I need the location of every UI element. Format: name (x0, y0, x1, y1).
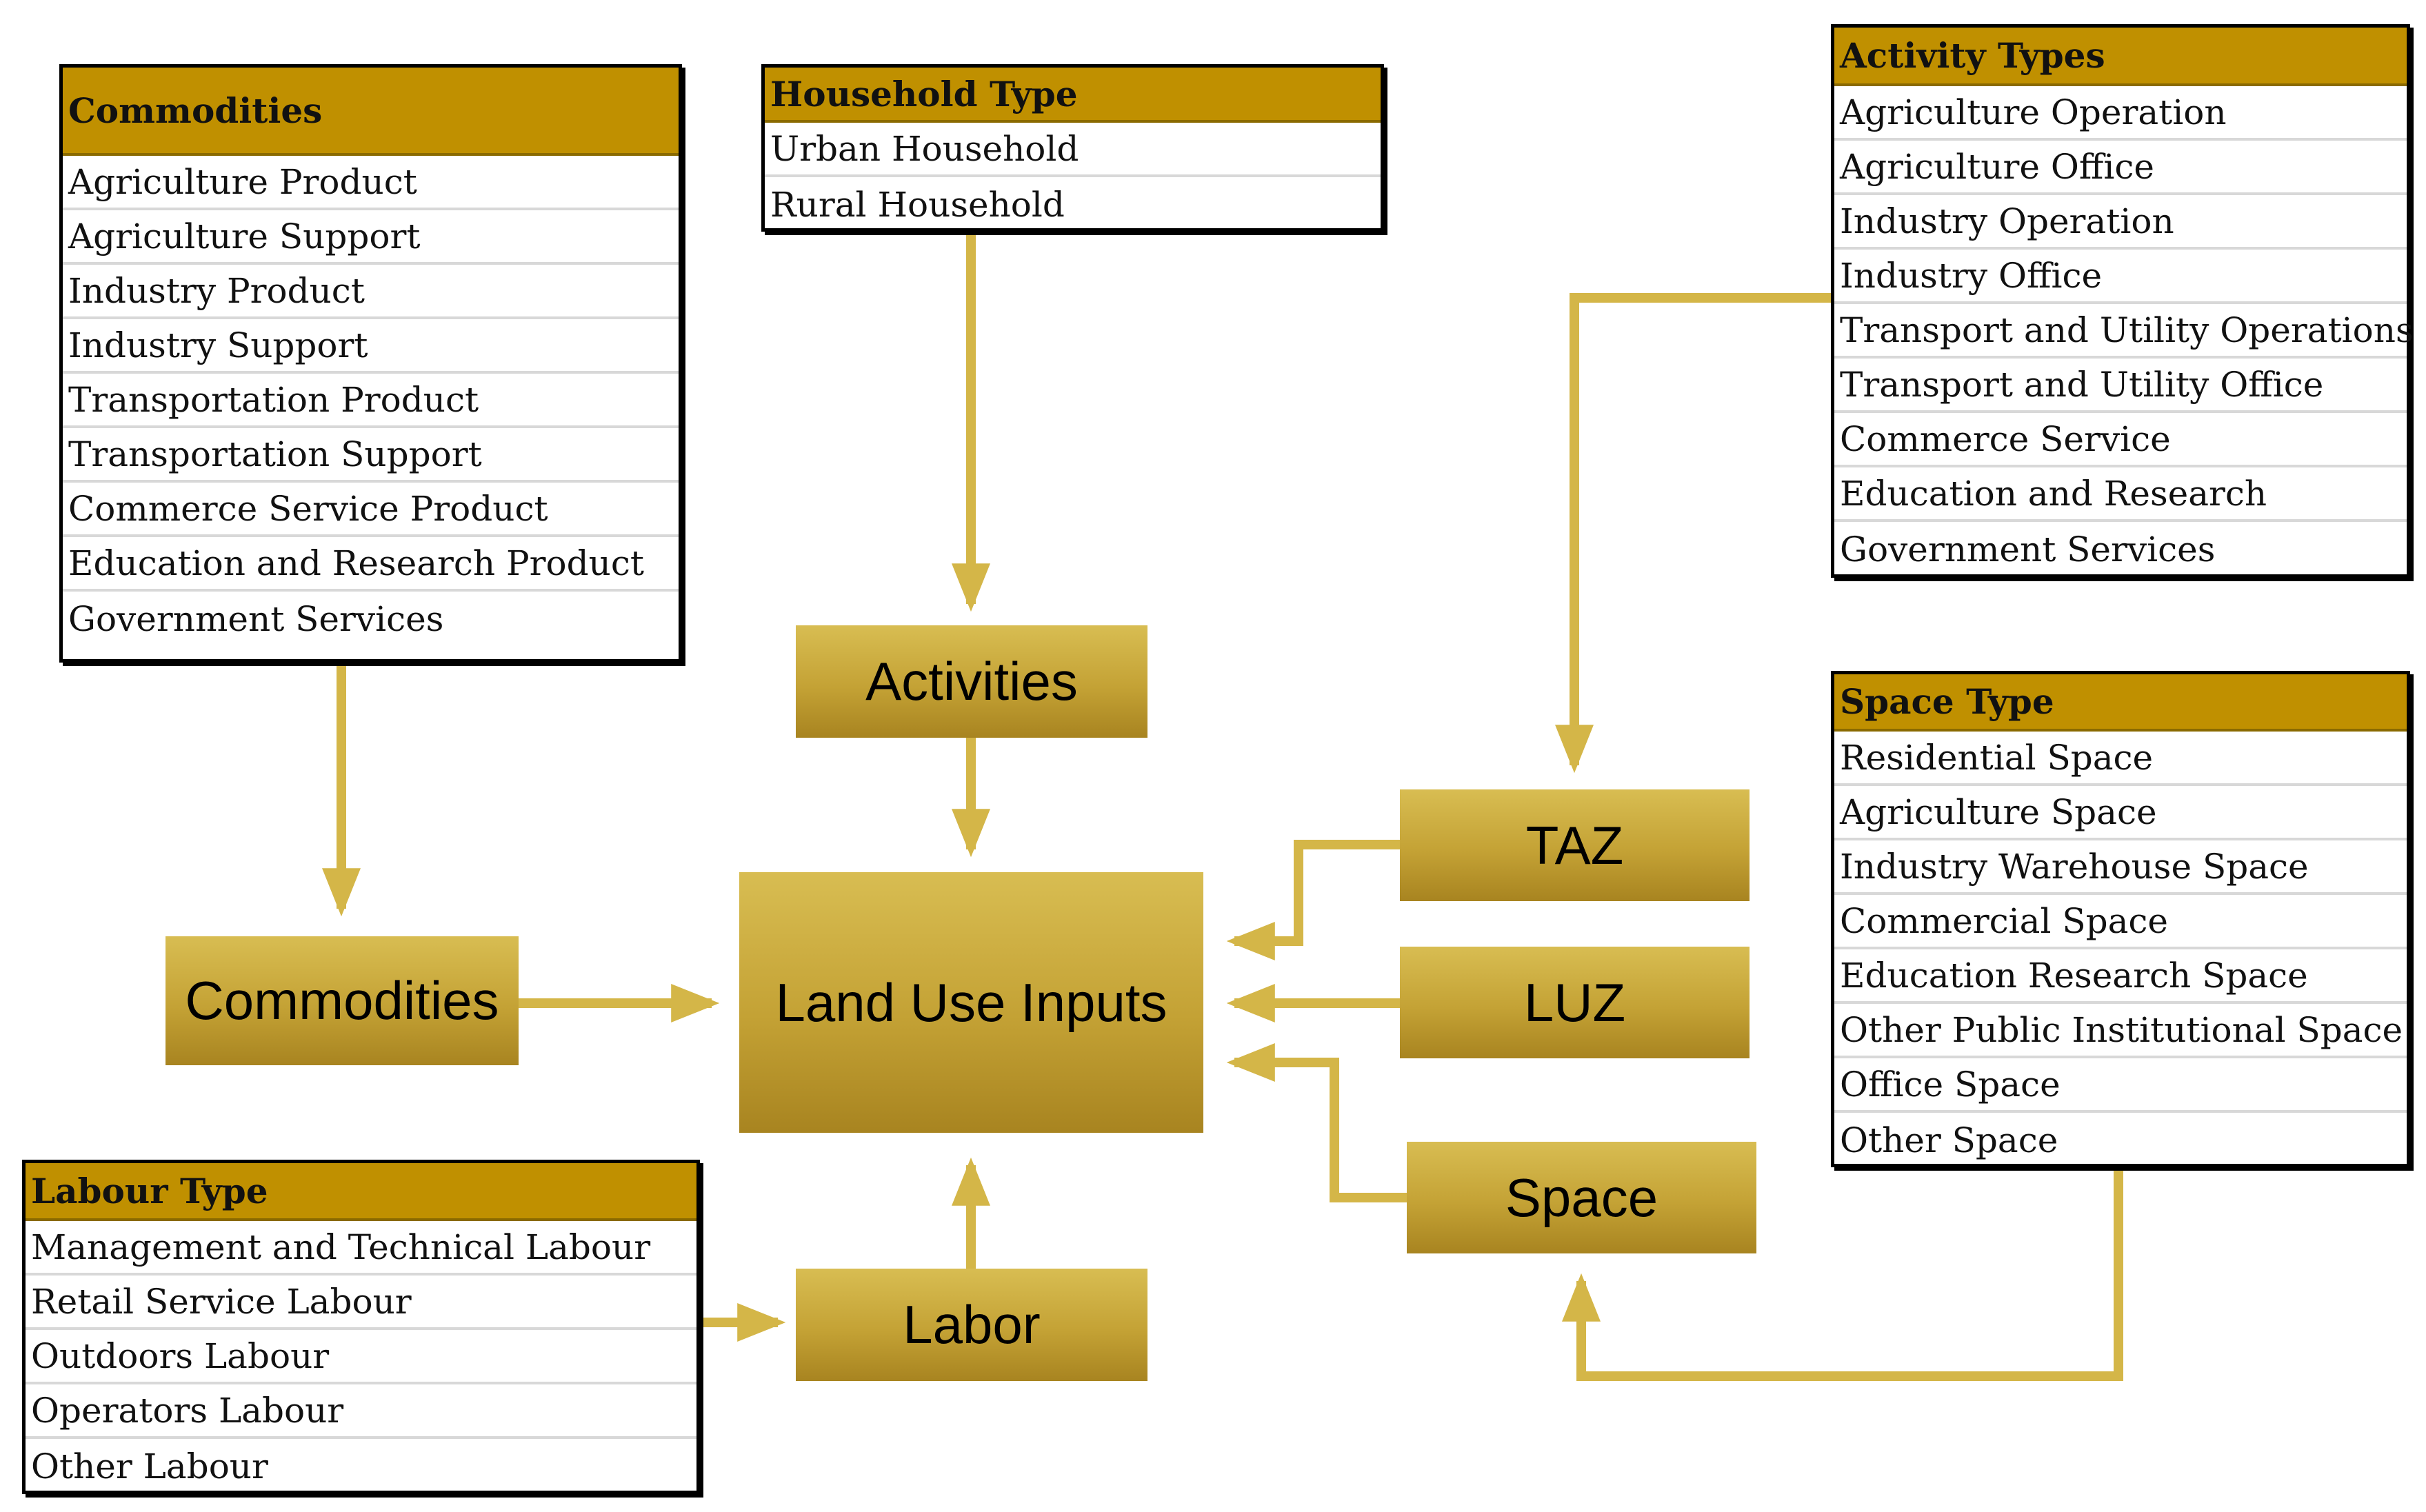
household-type-table: Household Type Urban Household Rural Hou… (761, 64, 1384, 232)
table-row: Rural Household (770, 184, 1065, 225)
space-node: Space (1407, 1142, 1756, 1253)
table-row: Other Public Institutional Space (1834, 1004, 2407, 1058)
arrow-space-to-land-use (1226, 1043, 1407, 1202)
commodities-node: Commodities (166, 936, 519, 1065)
table-row: Transport and Utility Operations (1834, 304, 2414, 359)
taz-node: TAZ (1400, 789, 1750, 901)
table-row: Government Services (1840, 529, 2216, 569)
table-row: Agriculture Office (1834, 141, 2407, 195)
labour-type-table-header: Labour Type (26, 1163, 696, 1221)
table-row: Other Space (1840, 1120, 2058, 1160)
activity-types-table: Activity Types Agriculture Operation Agr… (1831, 24, 2414, 578)
labour-type-table: Labour Type Management and Technical Lab… (22, 1160, 700, 1494)
table-row: Residential Space (1834, 732, 2407, 786)
commodities-table-header: Commodities (63, 68, 679, 156)
land-use-inputs-node: Land Use Inputs (739, 872, 1203, 1133)
table-row: Commerce Service (1834, 413, 2407, 467)
table-row: Industry Product (63, 265, 679, 319)
arrow-taz-to-land-use (1226, 840, 1400, 960)
commodities-table: Commodities Agriculture Product Agricult… (59, 64, 682, 663)
table-row: Operators Labour (26, 1384, 696, 1439)
household-type-table-header: Household Type (765, 68, 1381, 123)
arrow-space-type-to-space (1562, 1165, 2123, 1381)
space-type-table: Space Type Residential Space Agriculture… (1831, 671, 2410, 1167)
table-row: Transport and Utility Office (1834, 359, 2407, 413)
table-row: Education and Research Product (63, 537, 679, 592)
table-row: Education Research Space (1834, 949, 2407, 1004)
table-row: Industry Warehouse Space (1834, 840, 2407, 895)
activity-types-table-header: Activity Types (1834, 28, 2407, 86)
table-row: Commercial Space (1834, 895, 2407, 949)
table-row: Industry Office (1834, 250, 2407, 304)
activities-node: Activities (796, 625, 1147, 738)
table-row: Transportation Product (63, 374, 679, 428)
table-row: Government Services (68, 598, 444, 639)
table-row: Management and Technical Labour (26, 1221, 696, 1276)
table-row: Office Space (1834, 1058, 2407, 1113)
space-type-table-header: Space Type (1834, 674, 2407, 732)
table-row: Industry Support (63, 319, 679, 374)
table-row: Other Labour (31, 1446, 268, 1486)
table-row: Agriculture Product (63, 156, 679, 210)
labor-node: Labor (796, 1269, 1147, 1381)
arrow-activity-types-to-taz (1555, 293, 1831, 774)
table-row: Transportation Support (63, 428, 679, 483)
table-row: Urban Household (765, 123, 1381, 177)
table-row: Agriculture Operation (1834, 86, 2407, 141)
table-row: Agriculture Space (1834, 786, 2407, 840)
luz-node: LUZ (1400, 947, 1750, 1058)
table-row: Industry Operation (1834, 195, 2407, 250)
table-row: Commerce Service Product (63, 483, 679, 537)
table-row: Agriculture Support (63, 210, 679, 265)
table-row: Education and Research (1834, 467, 2407, 522)
table-row: Outdoors Labour (26, 1330, 696, 1384)
table-row: Retail Service Labour (26, 1276, 696, 1330)
